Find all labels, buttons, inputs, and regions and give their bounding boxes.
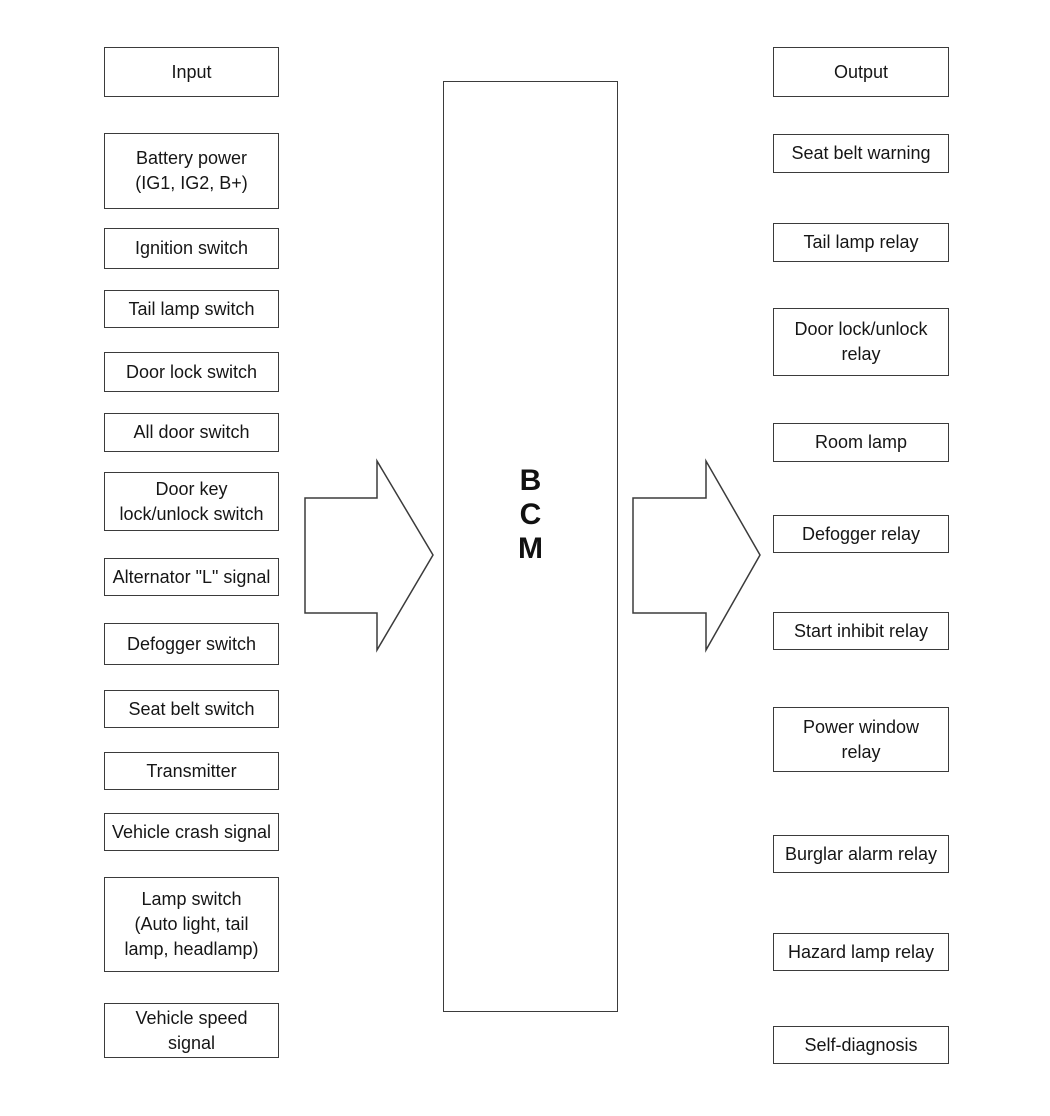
- output-box-defogger-relay: Defogger relay: [773, 515, 949, 553]
- output-flow-arrow-icon: [632, 458, 761, 653]
- input-box-door-key-lock-unlock: Door key lock/unlock switch: [104, 472, 279, 531]
- bcm-box: B C M: [443, 81, 618, 1012]
- input-box-vehicle-speed-signal: Vehicle speed signal: [104, 1003, 279, 1058]
- output-box-start-inhibit-relay: Start inhibit relay: [773, 612, 949, 650]
- output-box-room-lamp: Room lamp: [773, 423, 949, 462]
- output-box-burglar-alarm-relay: Burglar alarm relay: [773, 835, 949, 873]
- input-box-defogger-switch: Defogger switch: [104, 623, 279, 665]
- input-box-battery-power: Battery power (IG1, IG2, B+): [104, 133, 279, 209]
- output-flow-arrow-shape: [632, 458, 761, 653]
- output-box-door-lock-unlock-relay: Door lock/unlock relay: [773, 308, 949, 376]
- input-box-alternator-l-signal: Alternator "L" signal: [104, 558, 279, 596]
- output-header-box: Output: [773, 47, 949, 97]
- input-box-ignition-switch: Ignition switch: [104, 228, 279, 269]
- input-box-all-door-switch: All door switch: [104, 413, 279, 452]
- input-box-tail-lamp-switch: Tail lamp switch: [104, 290, 279, 328]
- output-box-self-diagnosis: Self-diagnosis: [773, 1026, 949, 1064]
- output-box-hazard-lamp-relay: Hazard lamp relay: [773, 933, 949, 971]
- bcm-label: B C M: [518, 464, 543, 565]
- input-box-seat-belt-switch: Seat belt switch: [104, 690, 279, 728]
- input-box-lamp-switch: Lamp switch (Auto light, tail lamp, head…: [104, 877, 279, 972]
- input-box-door-lock-switch: Door lock switch: [104, 352, 279, 392]
- output-box-power-window-relay: Power window relay: [773, 707, 949, 772]
- input-flow-arrow-shape: [304, 458, 434, 653]
- input-flow-arrow-icon: [304, 458, 434, 653]
- output-box-seat-belt-warning: Seat belt warning: [773, 134, 949, 173]
- output-box-tail-lamp-relay: Tail lamp relay: [773, 223, 949, 262]
- input-box-transmitter: Transmitter: [104, 752, 279, 790]
- input-box-vehicle-crash-signal: Vehicle crash signal: [104, 813, 279, 851]
- input-header-box: Input: [104, 47, 279, 97]
